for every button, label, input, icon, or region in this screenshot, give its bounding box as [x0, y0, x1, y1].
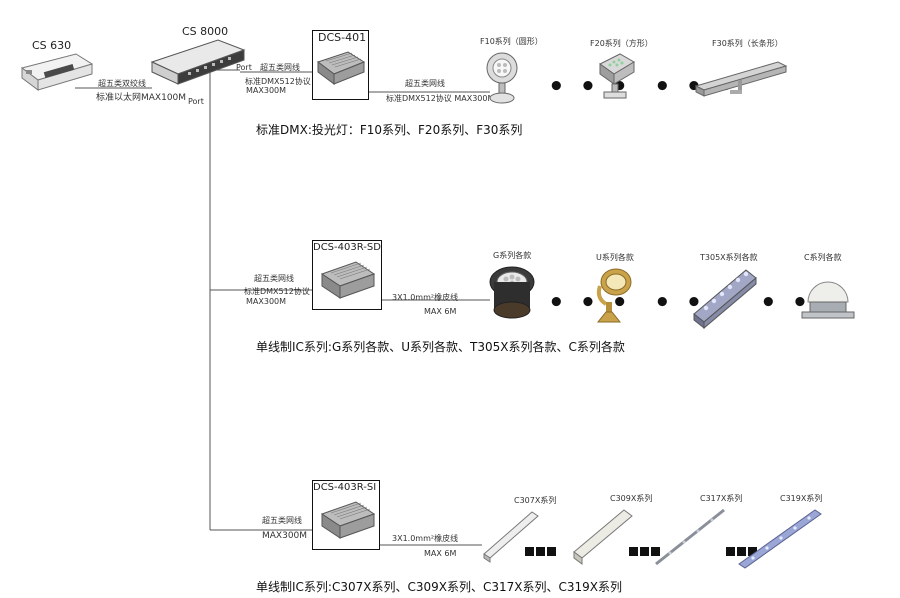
separator-3c	[726, 541, 762, 556]
product-label-c317x: C317X系列	[700, 494, 743, 503]
ethernet-spec-label: 标准以太网MAX100M	[96, 93, 187, 103]
row2-input-proto: 标准DMX512协议	[244, 287, 310, 296]
dcs403r-sd-decoder	[320, 261, 376, 299]
row3-output-cable: 3X1.0mm²橡皮线	[392, 534, 459, 543]
product-label-f30: F30系列（长条形）	[712, 39, 783, 48]
f10-round-floodlight	[486, 52, 518, 104]
row2-output-cable: 3X1.0mm²橡皮线	[392, 293, 459, 302]
product-label-f20: F20系列（方形）	[590, 39, 653, 48]
row2-output-max: MAX 6M	[424, 307, 457, 316]
row3-caption: 单线制IC系列:C307X系列、C309X系列、C317X系列、C319X系列	[256, 580, 622, 594]
c309x-linear-light	[573, 509, 633, 565]
row2-input-cable: 超五类网线	[254, 274, 294, 283]
cs630-title: CS 630	[32, 39, 72, 52]
cs630-controller	[20, 53, 94, 91]
c-series-dome-light	[801, 281, 855, 319]
product-label-c319x: C319X系列	[780, 494, 823, 503]
f20-square-floodlight	[599, 53, 635, 99]
row1-input-max: MAX300M	[246, 86, 287, 95]
port-label-b: Port	[188, 97, 204, 106]
g-series-inground-light	[489, 266, 535, 319]
dcs403r-sd-title: DCS-403R-SD	[313, 242, 381, 253]
product-label-u: U系列各款	[596, 253, 634, 262]
c307x-linear-light	[483, 511, 539, 563]
dcs401-decoder	[316, 51, 366, 85]
c317x-linear-light	[655, 508, 725, 566]
separator-3a	[525, 541, 561, 556]
row1-caption: 标准DMX:投光灯：F10系列、F20系列、F30系列	[256, 123, 523, 137]
cs8000-title: CS 8000	[182, 25, 229, 38]
c319x-linear-light	[738, 509, 822, 569]
row2-input-max: MAX300M	[246, 297, 287, 306]
row3-output-max: MAX 6M	[424, 549, 457, 558]
separator-3b	[629, 541, 665, 556]
cs8000-server	[150, 39, 246, 85]
row3-input-cable: 超五类网线	[262, 516, 302, 525]
u-series-spotlight	[596, 268, 632, 323]
dcs401-title: DCS-401	[318, 31, 367, 44]
product-label-c309x: C309X系列	[610, 494, 653, 503]
port-label-a: Port	[236, 63, 252, 72]
product-label-t305x: T305X系列各款	[700, 253, 758, 262]
row1-input-proto: 标准DMX512协议	[245, 77, 311, 86]
dcs403r-si-decoder	[320, 501, 376, 539]
dcs403r-si-title: DCS-403R-SI	[313, 482, 377, 493]
row1-output-cable: 超五类网线	[405, 79, 445, 88]
product-label-c307x: C307X系列	[514, 496, 557, 505]
cable-main-label: 超五类双绞线	[98, 79, 146, 88]
row1-input-cable: 超五类网线	[260, 63, 300, 72]
f30-bar-floodlight	[694, 61, 788, 97]
row3-input-max: MAX300M	[262, 531, 308, 541]
row1-output-proto: 标准DMX512协议 MAX300M	[386, 94, 495, 103]
t305x-wall-washer	[693, 269, 757, 330]
product-label-g: G系列各款	[493, 251, 532, 260]
product-label-f10: F10系列（圆形）	[480, 37, 543, 46]
row2-caption: 单线制IC系列:G系列各款、U系列各款、T305X系列各款、C系列各款	[256, 340, 625, 354]
product-label-c: C系列各款	[804, 253, 842, 262]
